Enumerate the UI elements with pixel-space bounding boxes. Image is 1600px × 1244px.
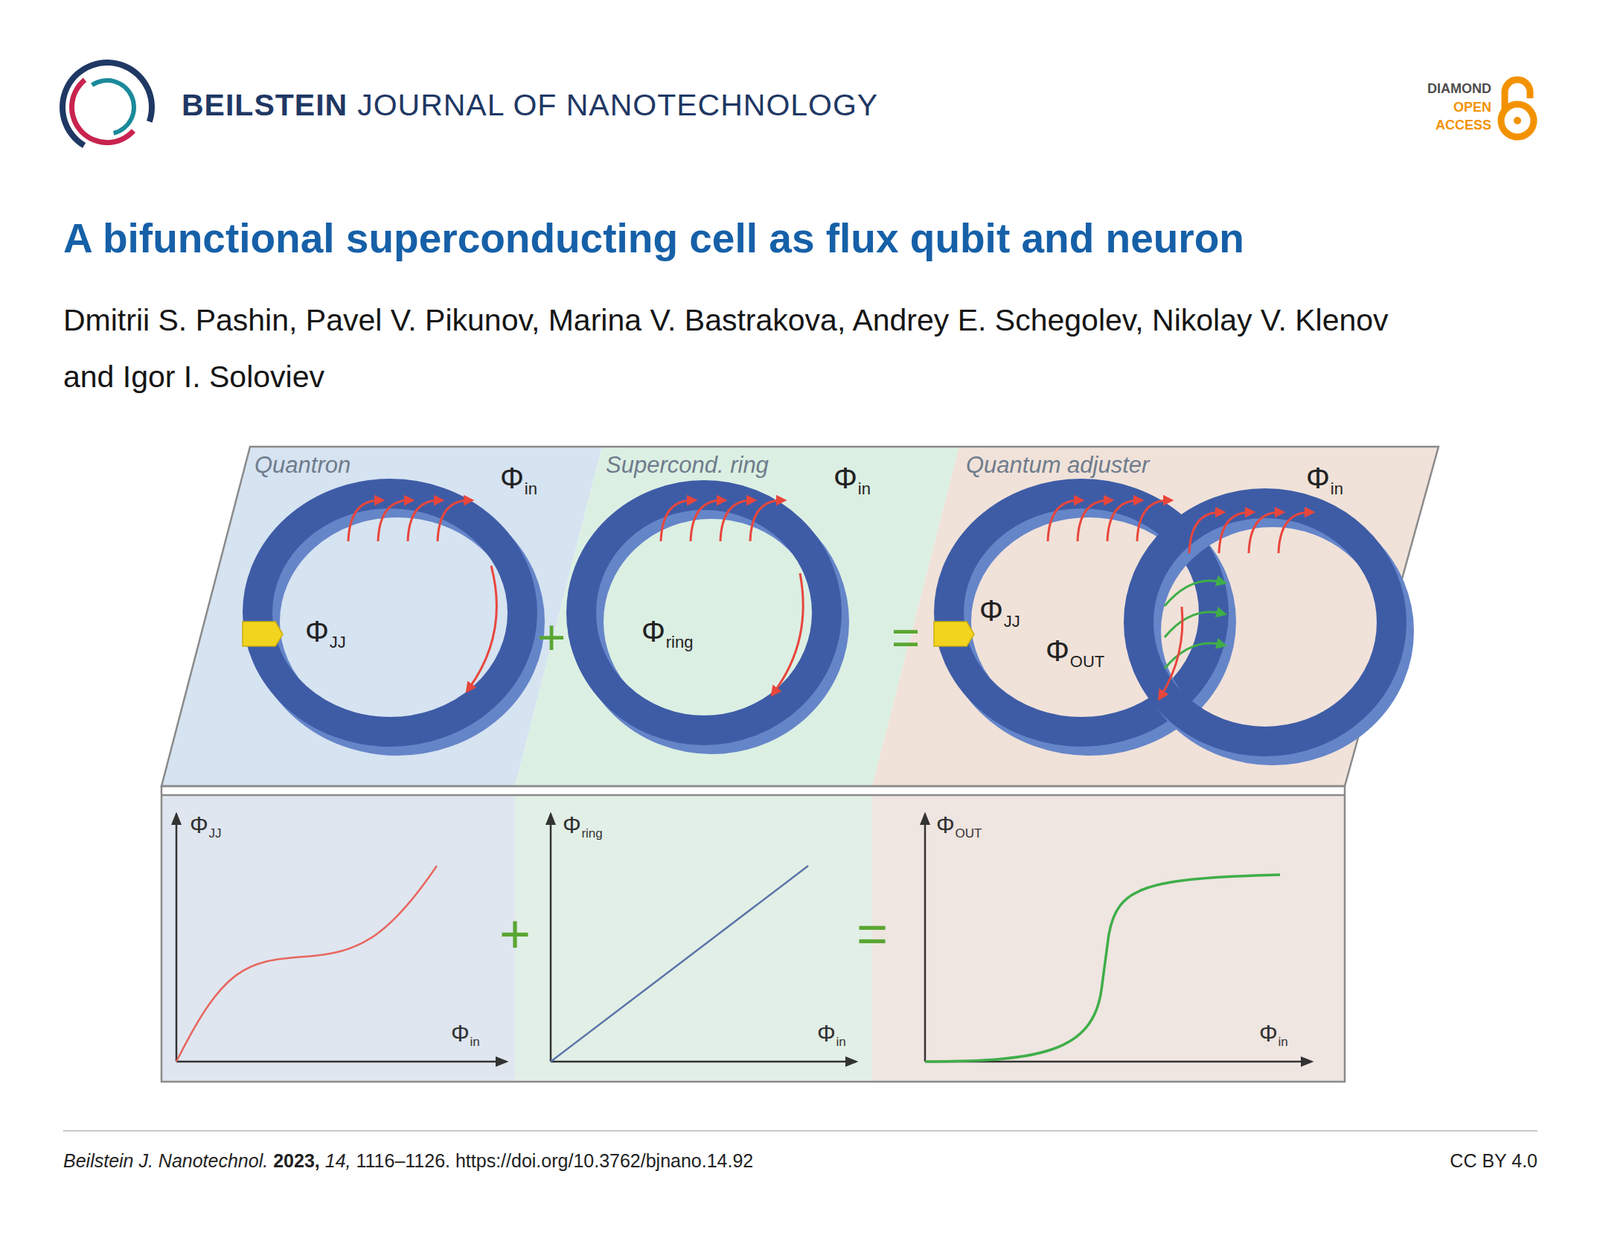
flux-arc [1047, 500, 1080, 542]
journal-logo [59, 59, 155, 149]
access-badge: ACCESS [1435, 117, 1492, 134]
output-flux-arc [1164, 642, 1222, 669]
flux-arc [407, 500, 440, 542]
flux-label: Φin [500, 461, 538, 495]
superconducting-rings [257, 493, 1400, 751]
flux-arc [348, 500, 380, 542]
license: CC BY 4.0 [1449, 1149, 1538, 1172]
plot-axes [176, 814, 1312, 1062]
flux-arc [750, 500, 782, 542]
citation: 2023, [273, 1149, 320, 1172]
flux-arc [1137, 500, 1169, 542]
flux-arc [1218, 512, 1251, 553]
axis-label: ΦJJ [189, 812, 222, 838]
flux-arc [1077, 500, 1109, 542]
panel-title: Quantron [254, 452, 351, 478]
open-access-lock [1501, 79, 1534, 137]
flux-arc [1248, 512, 1280, 553]
logo-arc [59, 59, 155, 149]
ring-current-arrows [468, 565, 1183, 696]
paper-title: A bifunctional superconducting cell as f… [63, 214, 1245, 262]
axis-label: ΦOUT [936, 812, 982, 838]
flux-label: Φring [641, 614, 693, 648]
flux-arc [660, 500, 693, 542]
author-list: Dmitrii S. Pashin, Pavel V. Pikunov, Mar… [63, 291, 1448, 405]
flux-label: ΦJJ [305, 614, 347, 648]
flux-arc [720, 500, 752, 542]
flux-label: ΦOUT [1045, 634, 1105, 667]
citation: 1116–1126. https://doi.org/10.3762/bjnan… [356, 1149, 754, 1172]
output-flux-arc [1164, 580, 1222, 606]
access-badge: DIAMOND [1427, 81, 1492, 97]
citation: Beilstein J. Nanotechnol. [63, 1149, 268, 1172]
panel-fill [872, 446, 1439, 786]
plot-curves [176, 865, 1280, 1062]
axis-label: Φin [450, 1021, 480, 1047]
output-flux-arc [1164, 611, 1222, 638]
panel-title: Quantum adjuster [965, 452, 1150, 478]
josephson-junction [242, 621, 975, 646]
flux-arc [1189, 512, 1221, 553]
axis-label: Φin [1259, 1021, 1289, 1047]
abstract-frame [161, 446, 1439, 1082]
flux-label: ΦJJ [979, 593, 1021, 627]
operator-sign: + [537, 609, 567, 667]
axis-label: Φring [562, 812, 603, 838]
flux-arc [1107, 500, 1139, 542]
flux-arc [1278, 512, 1310, 553]
footer-rule [63, 1129, 1538, 1132]
plot-panel: ΦJJ Φin [162, 795, 515, 1081]
flux-arc [690, 500, 722, 542]
logo-arc [90, 78, 137, 136]
flux-label: Φin [1306, 461, 1344, 495]
access-badge: OPEN [1453, 99, 1492, 116]
logo-arc [69, 77, 136, 146]
operator-sign: = [856, 902, 888, 965]
journal-name: JOURNAL OF NANOTECHNOLOGY [357, 87, 879, 123]
journal-name: BEILSTEIN [181, 87, 348, 123]
axis-label: Φin [817, 1021, 847, 1047]
citation: 14, [325, 1149, 352, 1172]
operator-sign: + [499, 902, 531, 965]
operator-sign: = [891, 609, 921, 667]
flux-arc [378, 500, 410, 542]
flux-arc [437, 500, 469, 542]
flux-label: Φin [833, 461, 871, 495]
panel-title: Supercond. ring [605, 452, 769, 478]
plot-panel: ΦringΦin [514, 795, 873, 1081]
